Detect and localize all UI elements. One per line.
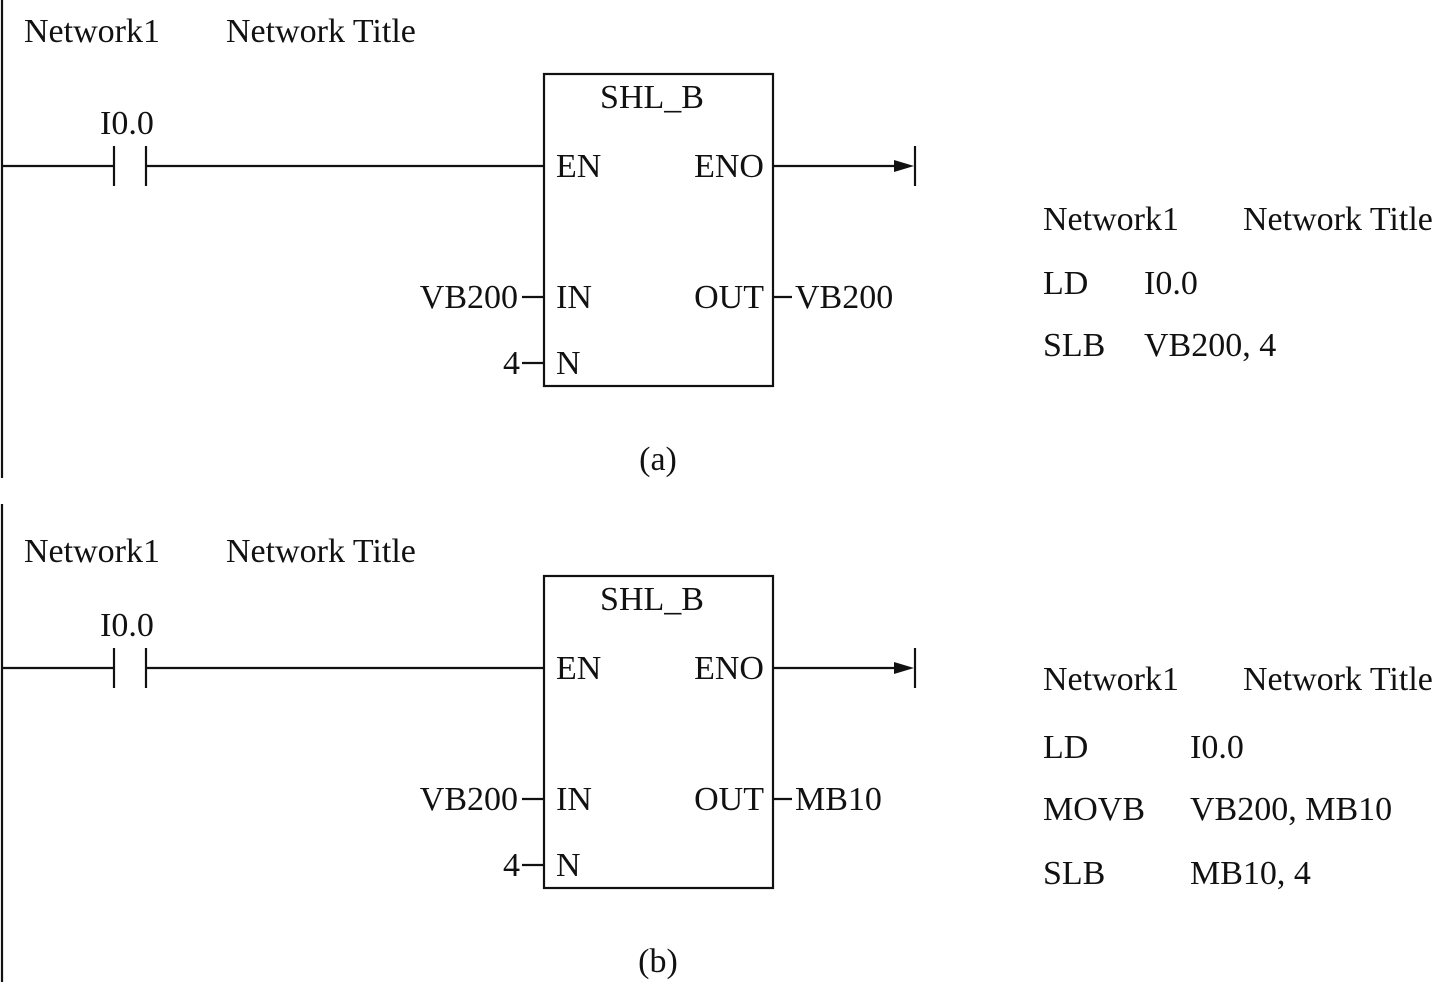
normally-open-contact: [112, 648, 148, 688]
panel-caption: (b): [638, 943, 678, 980]
arrow-head-icon: [894, 160, 914, 172]
pin-n-label: N: [556, 345, 581, 382]
stl-op: LD: [1043, 729, 1088, 766]
contact-address: I0.0: [100, 607, 154, 644]
stl-arg: VB200, MB10: [1190, 791, 1392, 828]
stl-op: MOVB: [1043, 791, 1145, 828]
stl-listing: Network1 Network Title LD I0.0 MOVB VB20…: [1043, 661, 1433, 892]
pin-out-label: OUT: [694, 279, 764, 316]
function-block-name: SHL_B: [600, 581, 704, 618]
stl-network-label: Network1: [1043, 661, 1179, 698]
function-block-box: [542, 72, 775, 388]
panel-a: Network1 Network Title I0.0 SHL_B EN ENO…: [0, 0, 1433, 478]
panel-b: Network1 Network Title I0.0 SHL_B EN ENO…: [0, 504, 1433, 982]
stl-network-title: Network Title: [1243, 201, 1433, 238]
contact-address: I0.0: [100, 105, 154, 142]
stl-network-label: Network1: [1043, 201, 1179, 238]
function-block-box: [542, 574, 775, 890]
pin-n-label: N: [556, 847, 581, 884]
stl-listing: Network1 Network Title LD I0.0 SLB VB200…: [1043, 201, 1433, 364]
pin-en-label: EN: [556, 650, 601, 687]
pin-en-label: EN: [556, 148, 601, 185]
network-title: Network Title: [226, 533, 416, 570]
in-operand: VB200: [420, 781, 518, 818]
network-title: Network Title: [226, 13, 416, 50]
stl-op: SLB: [1043, 327, 1105, 364]
arrow-head-icon: [894, 662, 914, 674]
stl-arg: I0.0: [1144, 265, 1198, 302]
function-block-name: SHL_B: [600, 79, 704, 116]
stl-arg: VB200, 4: [1144, 327, 1276, 364]
stl-op: SLB: [1043, 855, 1105, 892]
in-operand: VB200: [420, 279, 518, 316]
pin-in-label: IN: [556, 781, 592, 818]
stl-arg: MB10, 4: [1190, 855, 1311, 892]
n-operand: 4: [503, 847, 520, 884]
stl-arg: I0.0: [1190, 729, 1244, 766]
pin-eno-label: ENO: [694, 650, 764, 687]
pin-in-label: IN: [556, 279, 592, 316]
stl-op: LD: [1043, 265, 1088, 302]
normally-open-contact: [112, 146, 148, 186]
pin-out-label: OUT: [694, 781, 764, 818]
stl-network-title: Network Title: [1243, 661, 1433, 698]
network-label: Network1: [24, 13, 160, 50]
pin-eno-label: ENO: [694, 148, 764, 185]
network-label: Network1: [24, 533, 160, 570]
out-operand: MB10: [795, 781, 882, 818]
n-operand: 4: [503, 345, 520, 382]
out-operand: VB200: [795, 279, 893, 316]
panel-caption: (a): [639, 441, 677, 478]
